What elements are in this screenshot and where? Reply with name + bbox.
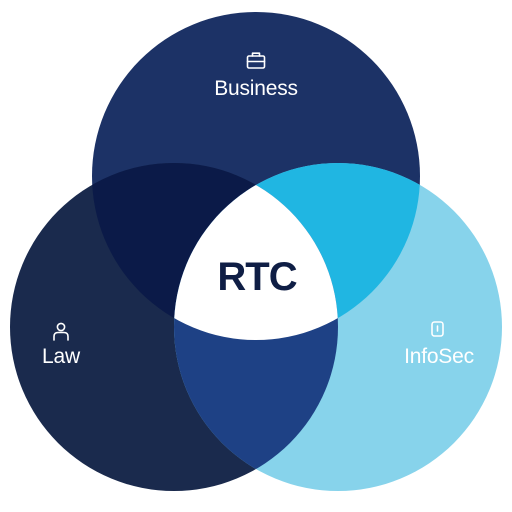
- infosec-label: InfoSec: [404, 345, 474, 368]
- center-label: RTC: [217, 255, 296, 299]
- briefcase-icon: [246, 52, 266, 69]
- shield-icon: [431, 321, 444, 337]
- person-icon: [53, 322, 69, 341]
- center-overlap: [174, 163, 338, 340]
- business-label: Business: [214, 77, 298, 100]
- law-label: Law: [42, 345, 81, 368]
